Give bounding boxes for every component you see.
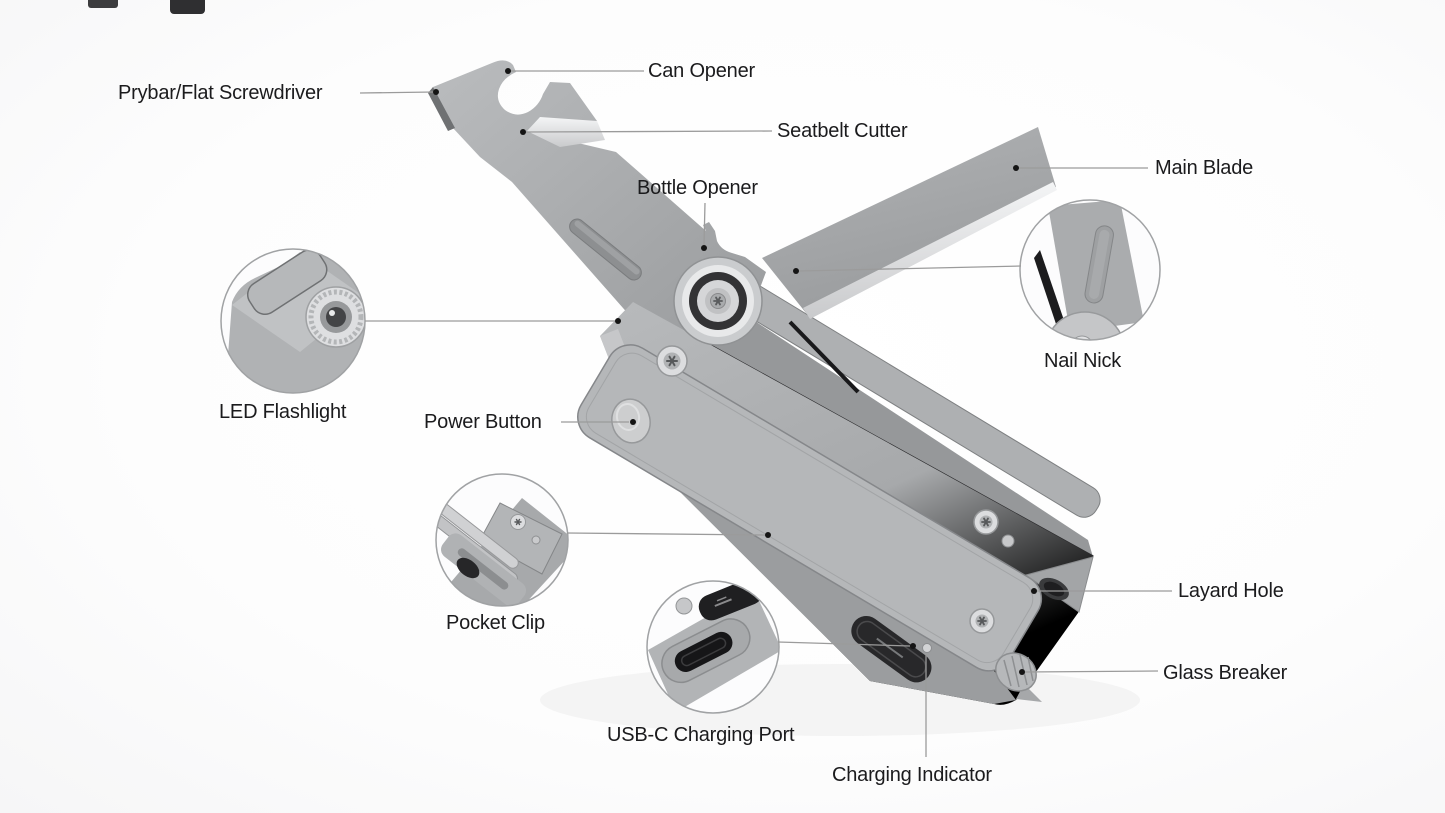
leader-lines (359, 70, 1172, 757)
label-seatbelt-cutter: Seatbelt Cutter (777, 120, 908, 142)
label-bottle-opener: Bottle Opener (637, 177, 758, 199)
label-power-button: Power Button (424, 411, 542, 433)
usb-cover-shape (851, 615, 932, 683)
label-nail-nick: Nail Nick (1044, 350, 1122, 372)
pivot-screw (673, 256, 763, 346)
arm-slot (569, 218, 642, 281)
lanyard-hole-shape (1024, 556, 1094, 613)
usbc-port-detail-circle (646, 580, 780, 714)
handle-screw-top (656, 345, 688, 377)
label-glass-breaker: Glass Breaker (1163, 662, 1288, 684)
plate-hole (1001, 534, 1015, 548)
charging-indicator-led (922, 643, 932, 653)
label-usbc-port: USB-C Charging Port (607, 724, 795, 746)
main-blade-shape (762, 127, 1057, 394)
crop-artifacts (88, 0, 205, 14)
leader-dots (433, 68, 1037, 675)
label-prybar: Prybar/Flat Screwdriver (118, 82, 323, 104)
nail-nick-detail-circle (1019, 199, 1161, 341)
label-led-flashlight: LED Flashlight (219, 401, 347, 423)
led-flashlight-detail-circle (220, 248, 366, 394)
glass-breaker-shape (995, 652, 1042, 702)
pocket-clip-detail-circle (435, 473, 569, 607)
label-layard-hole: Layard Hole (1178, 580, 1284, 602)
handle-screw-corner (969, 608, 995, 634)
handle-screw-end (973, 509, 999, 535)
handle-body (577, 302, 1094, 705)
label-pocket-clip: Pocket Clip (446, 612, 545, 634)
label-charging-indicator: Charging Indicator (832, 764, 992, 786)
label-main-blade: Main Blade (1155, 157, 1254, 179)
prybar-edge (428, 87, 455, 131)
label-can-opener: Can Opener (648, 60, 755, 82)
